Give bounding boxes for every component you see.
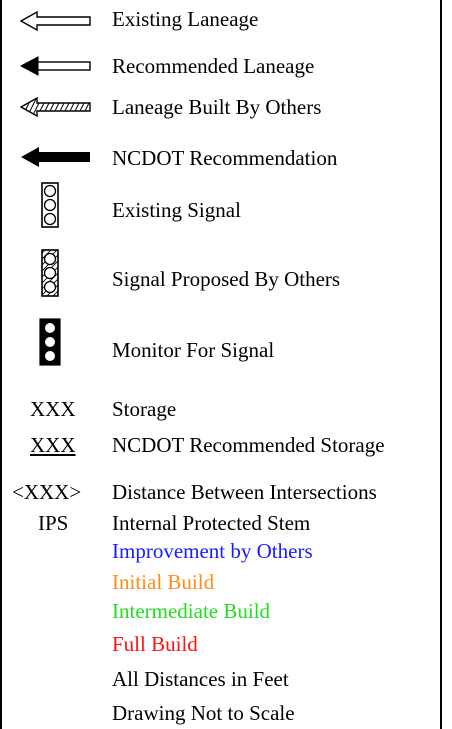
existing-signal-icon — [41, 182, 59, 228]
proposed-signal-icon — [41, 249, 59, 297]
legend-label-ncdot-recommendation: NCDOT Recommendation — [112, 146, 338, 170]
legend-note-distances-in-feet: All Distances in Feet — [112, 667, 289, 691]
legend-label-laneage-built-by-others: Laneage Built By Others — [112, 95, 322, 119]
monitor-signal-icon — [39, 318, 61, 366]
legend-border-left — [0, 0, 2, 729]
legend-label-recommended-laneage: Recommended Laneage — [112, 54, 315, 78]
recommended-lane-arrow-icon — [20, 56, 91, 76]
legend-label-monitor-for-signal: Monitor For Signal — [112, 338, 275, 362]
legend-label-existing-signal: Existing Signal — [112, 198, 241, 222]
ips-code: IPS — [38, 511, 69, 535]
legend-label-signal-proposed-by-others: Signal Proposed By Others — [112, 267, 341, 291]
legend-label-internal-protected-stem: Internal Protected Stem — [112, 511, 311, 535]
distance-code: <XXX> — [12, 480, 82, 504]
legend-label-storage: Storage — [112, 397, 177, 421]
solid-lane-arrow-icon — [21, 147, 90, 167]
legend-label-distance-between-intersections: Distance Between Intersections — [112, 480, 377, 504]
existing-lane-arrow-icon — [20, 11, 91, 31]
legend-note-intermediate-build: Intermediate Build — [112, 599, 271, 623]
legend-label-existing-laneage: Existing Laneage — [112, 7, 259, 31]
legend-border-right — [440, 0, 442, 729]
legend-label-ncdot-recommended-storage: NCDOT Recommended Storage — [112, 433, 385, 457]
legend-note-full-build: Full Build — [112, 632, 198, 656]
storage-code: XXX — [30, 397, 76, 421]
legend-note-initial-build: Initial Build — [112, 570, 215, 594]
recommended-storage-code: XXX — [30, 433, 76, 457]
legend-note-not-to-scale: Drawing Not to Scale — [112, 701, 295, 725]
legend-note-improvement-by-others: Improvement by Others — [112, 539, 313, 563]
hatched-lane-arrow-icon — [20, 97, 91, 117]
